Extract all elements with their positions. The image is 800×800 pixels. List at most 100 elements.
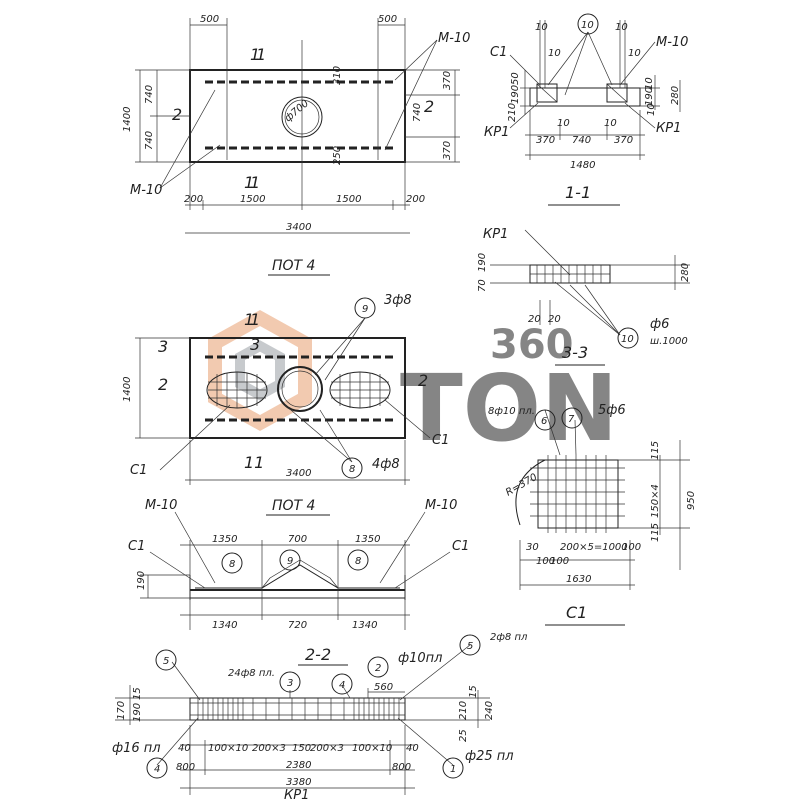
plan-top-label-1-top-a: 1 bbox=[250, 45, 260, 64]
section-2-2-label-f10: ф10пл bbox=[398, 651, 442, 666]
section-2-2-callout-3 bbox=[279, 671, 301, 693]
plan-top-dim-1400: 1400 bbox=[122, 107, 133, 132]
plan-reinf-label-3-left: 3 bbox=[158, 337, 168, 356]
mesh-c1-dim-200x5: 200×5=1000 bbox=[560, 542, 628, 553]
section-2-2-dim-170: 170 bbox=[116, 701, 127, 720]
mesh-c1-dim-150x4: 150×4 bbox=[650, 484, 661, 518]
section-2-2-dim-800-right: 800 bbox=[392, 762, 411, 773]
elevation-label-m10-right: М-10 bbox=[425, 498, 457, 513]
section-1-1-label-kr1-left: КР1 bbox=[484, 125, 509, 140]
plan-reinf-label-3-inner: 3 bbox=[250, 335, 260, 354]
section-2-2-callout-5-left bbox=[155, 649, 177, 671]
plan-top-dim-370-b: 370 bbox=[442, 141, 453, 160]
section-3-3-label-step: ш.1000 bbox=[650, 336, 688, 347]
section-1-1-callout-10 bbox=[577, 13, 599, 35]
section-1-1-dim-1480: 1480 bbox=[570, 160, 595, 171]
watermark: 360 TON bbox=[208, 309, 618, 462]
plan-top-dim-1500-b: 1500 bbox=[336, 194, 361, 205]
section-3-3-callout-10-text: 10 bbox=[621, 334, 634, 345]
section-1-1-dim-50: 50 bbox=[510, 72, 521, 85]
elevation-dim-1340-a: 1340 bbox=[212, 620, 237, 631]
plan-reinf-dim-3400: 3400 bbox=[286, 468, 311, 479]
section-2-2-dim-100x10-left: 100×10 bbox=[208, 743, 248, 754]
mesh-c1-dim-950: 950 bbox=[686, 491, 697, 510]
mesh-c1-callout-7 bbox=[561, 407, 583, 429]
section-2-2-callout-2-text: 2 bbox=[375, 663, 381, 674]
plan-top-label-2-left: 2 bbox=[172, 105, 182, 124]
section-3-3-dim-190: 190 bbox=[477, 253, 488, 272]
elevation-dim-190: 190 bbox=[136, 571, 147, 590]
section-3-3-label-f6: ф6 bbox=[650, 317, 669, 332]
elevation-label-c1-left: С1 bbox=[128, 539, 145, 554]
section-1-1-dim-210: 210 bbox=[507, 103, 518, 122]
plan-reinf-label-1-bot: 11 bbox=[244, 453, 264, 472]
plan-top-dim-370-a: 370 bbox=[442, 71, 453, 90]
mesh-c1-dim-100-a: 100 bbox=[536, 556, 555, 567]
mesh-c1-label-5f6: 5ф6 bbox=[598, 403, 626, 418]
section-2-2-dim-40-right: 40 bbox=[406, 743, 419, 754]
section-1-1-dim-10-d: 10 bbox=[628, 48, 641, 59]
plan-top-label-m10-bottom: М-10 bbox=[130, 183, 162, 198]
section-2-2-dim-200x3-left: 200×3 bbox=[252, 743, 286, 754]
plan-top-dim-3400: 3400 bbox=[286, 222, 311, 233]
plan-reinf-callout-9-text: 9 bbox=[362, 304, 368, 315]
plan-top-label-1-bot-a: 1 bbox=[244, 173, 254, 192]
section-2-2-label-2f8: 2ф8 пл bbox=[490, 632, 528, 643]
section-2-2-title: 2-2 bbox=[305, 645, 331, 664]
section-2-2-stirrups bbox=[197, 698, 400, 720]
section-2-2-label-kr1: КР1 bbox=[284, 788, 309, 800]
watermark-number: 360 bbox=[490, 322, 574, 368]
section-2-2-dim-210: 210 bbox=[458, 701, 469, 720]
section-2-2-callout-1-text: 1 bbox=[450, 764, 456, 775]
section-2-2-callout-5-right-text: 5 bbox=[467, 641, 473, 652]
plan-reinf-dim-1400: 1400 bbox=[122, 377, 133, 402]
plan-reinf-label-3f8: 3ф8 bbox=[384, 293, 412, 308]
plan-reinf-label-2-right: 2 bbox=[418, 371, 428, 390]
section-1-1-dim-10-c: 10 bbox=[615, 22, 628, 33]
plan-reinf-callout-8-text: 8 bbox=[349, 464, 355, 475]
section-2-2-dim-150: 150 bbox=[292, 743, 311, 754]
section-2-2-dim-25: 25 bbox=[458, 729, 469, 742]
section-1-1-dim-10-g: 10 bbox=[557, 118, 570, 129]
section-1-1-dim-10-b: 10 bbox=[548, 48, 561, 59]
plan-reinf-callout-8 bbox=[341, 457, 363, 479]
section-2-2-dim-40-left: 40 bbox=[178, 743, 191, 754]
plan-top-dim-200-left: 200 bbox=[184, 194, 203, 205]
section-2-2-callout-2 bbox=[367, 656, 389, 678]
section-1-1-dim-370-b: 370 bbox=[614, 135, 633, 146]
mesh-c1-label-8f10: 8ф10 пл. bbox=[488, 406, 535, 417]
section-1-1-dim-280: 280 bbox=[670, 86, 681, 105]
section-2-2-dim-15-left: 15 bbox=[132, 687, 143, 700]
elevation-dim-700: 700 bbox=[288, 534, 307, 545]
plan-top-dim-500-left: 500 bbox=[200, 14, 219, 25]
mesh-c1-dim-100-c: 100 bbox=[622, 542, 641, 553]
section-1-1: 10 С1 М-10 КР1 КР1 10 10 10 10 50 190 28… bbox=[484, 13, 688, 206]
mesh-c1-dim-115-bot: 115 bbox=[650, 523, 661, 542]
plan-reinf-label-c1-right: С1 bbox=[432, 433, 449, 448]
elevation-dim-1340-b: 1340 bbox=[352, 620, 377, 631]
mesh-c1-callout-6-text: 6 bbox=[541, 416, 547, 427]
section-1-1-callout-10-text: 10 bbox=[581, 20, 594, 31]
plan-top-title: ПОТ 4 bbox=[272, 258, 315, 274]
section-2-2-callout-3-text: 3 bbox=[287, 678, 293, 689]
section-2-2-callout-4-top bbox=[331, 673, 353, 695]
section-2-2-dim-3380: 3380 bbox=[286, 777, 311, 788]
section-1-1-dim-370-a: 370 bbox=[536, 135, 555, 146]
section-1-1-dim-740: 740 bbox=[572, 135, 591, 146]
mesh-c1-callout-7-text: 7 bbox=[568, 414, 575, 425]
elevation-callout-8-right-text: 8 bbox=[355, 556, 361, 567]
section-3-3-dim-280: 280 bbox=[680, 263, 691, 282]
section-2-2-callout-5-left-text: 5 bbox=[163, 656, 169, 667]
section-2-2-dim-190: 190 bbox=[132, 703, 143, 722]
section-3-3-callout-10 bbox=[617, 327, 639, 349]
elevation-callout-8-left bbox=[221, 552, 243, 574]
plan-top-dim-310: 310 bbox=[332, 66, 343, 85]
elevation: 8 9 8 М-10 М-10 С1 С1 1350 700 1350 190 … bbox=[128, 498, 469, 631]
plan-top-dim-250: 250 bbox=[332, 146, 343, 165]
section-1-1-label-kr1-right: КР1 bbox=[656, 121, 681, 136]
mesh-c1-dim-115-top: 115 bbox=[650, 441, 661, 460]
section-2-2-label-f16: ф16 пл bbox=[112, 741, 161, 756]
section-2-2-dim-240: 240 bbox=[484, 701, 495, 720]
plan-reinf-label-1-top-b: 1 bbox=[250, 310, 260, 329]
